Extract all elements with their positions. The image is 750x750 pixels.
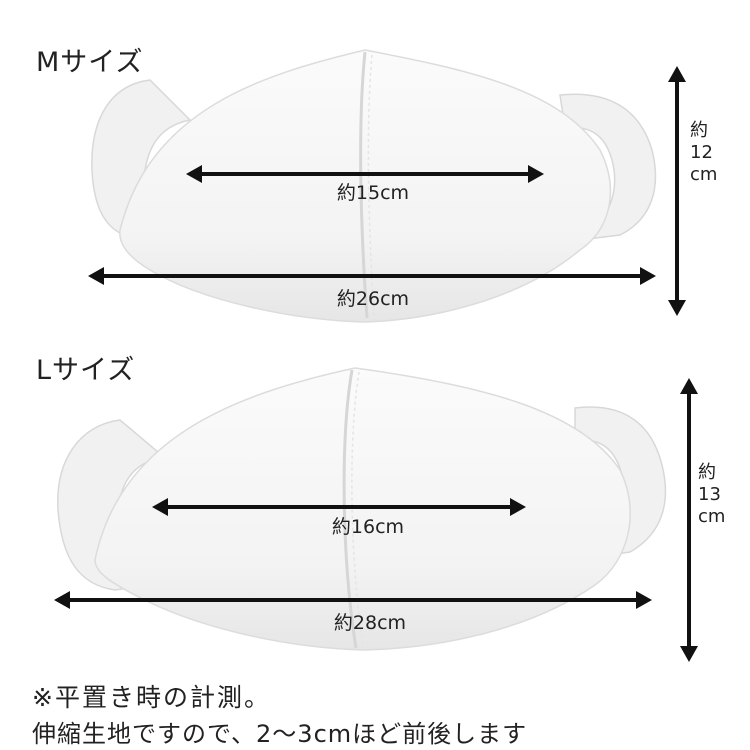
l-height-label-line1: 約 (698, 462, 716, 483)
note-measurement: ※平置き時の計測。 (32, 683, 271, 712)
m-height-label: 約 12 cm (690, 120, 717, 186)
l-inner-width-label: 約16cm (331, 516, 405, 538)
l-height-label-line3: cm (698, 506, 726, 527)
l-size-label: Lサイズ (36, 355, 136, 386)
l-height-label: 約 13 cm (698, 462, 725, 528)
m-height-label-line1: 約 (690, 120, 708, 141)
m-height-label-line3: cm (690, 164, 718, 185)
m-mask-image (91, 49, 657, 323)
m-outer-width-label: 約26cm (336, 288, 410, 310)
m-inner-width-label: 約15cm (336, 182, 410, 204)
m-height-label-line2: 12 (690, 142, 713, 163)
m-size-label: Mサイズ (36, 47, 144, 78)
note-stretch: 伸縮生地ですので、2〜3cmほど前後します (32, 720, 528, 748)
l-height-label-line2: 13 (698, 484, 721, 505)
l-outer-width-label: 約28cm (333, 612, 407, 634)
